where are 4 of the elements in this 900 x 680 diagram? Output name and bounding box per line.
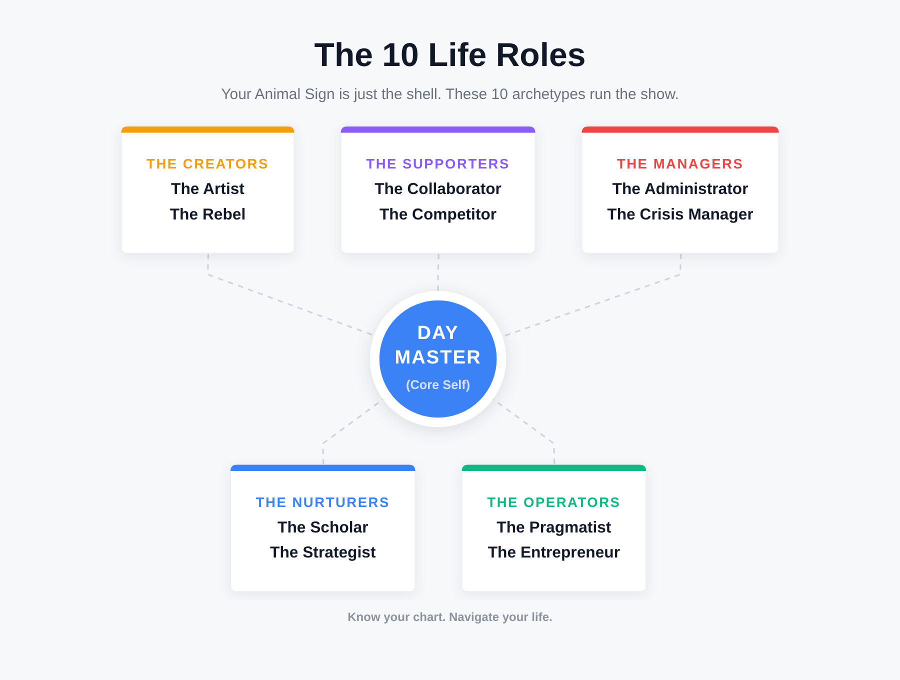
title: The 10 Life Roles xyxy=(314,36,586,74)
footer-tagline: Know your chart. Navigate your life. xyxy=(348,610,552,624)
subtitle: Your Animal Sign is just the shell. These 10 archetypes run the show. xyxy=(221,86,679,103)
node-circle: DAY MASTER (Core Self) xyxy=(370,290,506,428)
